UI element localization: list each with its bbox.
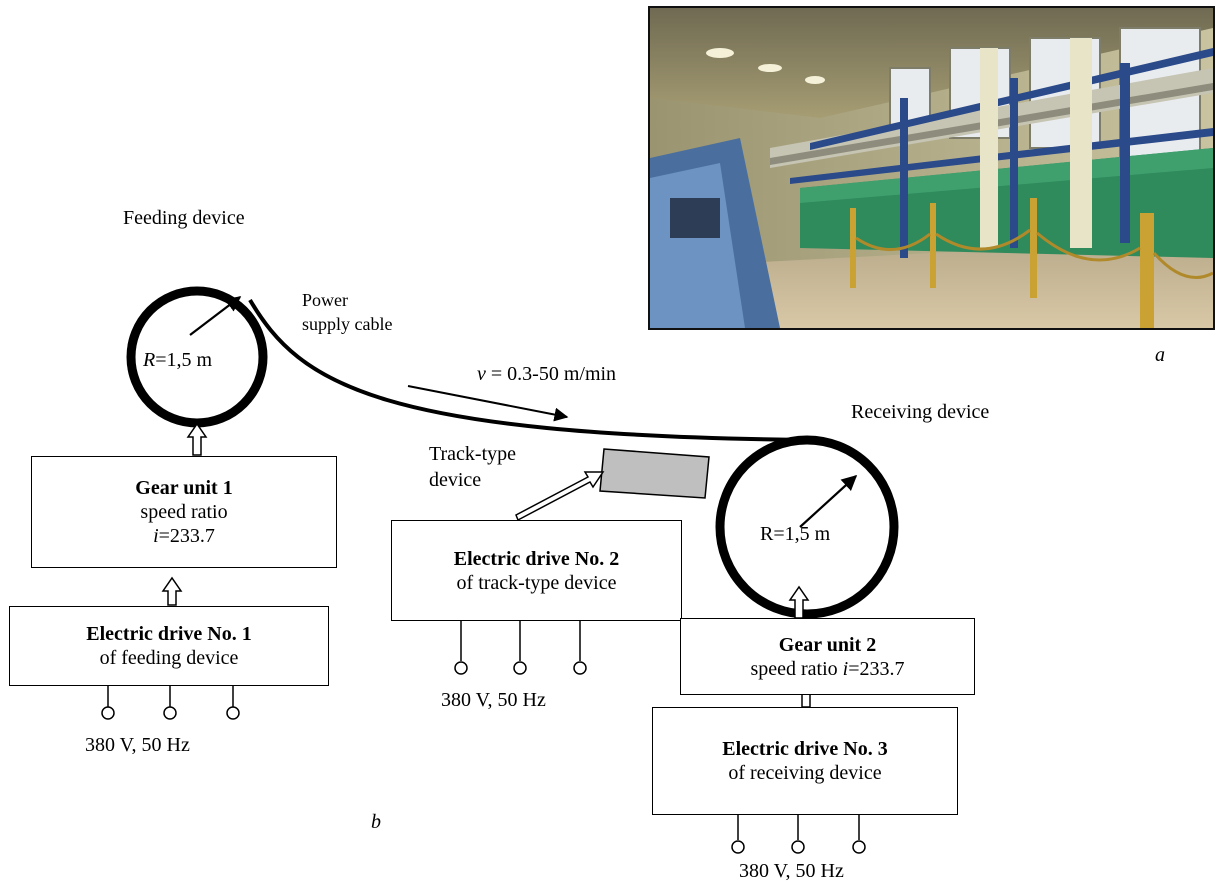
radius-arrow-right xyxy=(799,474,858,528)
drive-2-title: Electric drive No. 2 xyxy=(453,547,620,570)
feeding-device-label: Feeding device xyxy=(123,207,245,229)
power-cable-label-1: Power xyxy=(302,290,348,310)
receiving-device-label: Receiving device xyxy=(851,401,990,423)
velocity-arrow xyxy=(407,385,569,422)
gear-unit-1-title: Gear unit 1 xyxy=(135,477,233,499)
gear-unit-1-line2: speed ratio xyxy=(140,501,228,523)
power-supply-cable xyxy=(248,298,808,442)
hollow-arrow-gear1-drum xyxy=(186,422,208,456)
track-type-label-1: Track-type xyxy=(429,443,517,465)
gear-unit-2-title: Gear unit 2 xyxy=(778,633,877,656)
radius-value: =1,5 m xyxy=(155,349,213,371)
electric-drive-3-box: Electric drive No. 3 of receiving device xyxy=(652,707,958,815)
radius-symbol: R xyxy=(143,349,156,371)
drive-1-title: Electric drive No. 1 xyxy=(86,623,252,645)
facility-photo xyxy=(648,6,1215,330)
right-drum-radius: R=1,5 m xyxy=(760,523,831,545)
drive-3-title: Electric drive No. 3 xyxy=(722,738,888,760)
hollow-arrow-drive2-track xyxy=(515,471,605,522)
electric-drive-2-box: Electric drive No. 2 of track-type devic… xyxy=(391,520,682,621)
drive-1-supply: 380 V, 50 Hz xyxy=(85,734,190,756)
speed-value: = 0.3-50 m/min xyxy=(485,363,617,385)
gear-unit-2-box: Gear unit 2 speed ratio i=233.7 xyxy=(680,618,975,695)
track-type-label-2: device xyxy=(429,469,482,491)
drive-3-subtitle: of receiving device xyxy=(728,762,882,784)
photo-label: a xyxy=(1155,344,1165,366)
electric-drive-1-box: Electric drive No. 1 of feeding device xyxy=(9,606,329,686)
left-drum-radius: R=1,5 m xyxy=(143,348,212,372)
drive-1-subtitle: of feeding device xyxy=(99,647,239,669)
gear-unit-1-line3: i=233.7 xyxy=(153,525,215,547)
drive-2-supply: 380 V, 50 Hz xyxy=(441,689,546,711)
speed-symbol: v xyxy=(477,363,486,385)
diagram-label: b xyxy=(371,811,381,833)
hollow-arrow-gear2-drum xyxy=(788,585,810,619)
radius-arrow-left xyxy=(189,296,242,336)
drive-2-subtitle: of track-type device xyxy=(456,571,617,594)
track-type-device-block xyxy=(599,448,710,499)
power-cable-label-2: supply cable xyxy=(302,314,393,334)
drive-3-supply: 380 V, 50 Hz xyxy=(739,860,844,882)
gear-unit-1-box: Gear unit 1 speed ratio i=233.7 xyxy=(31,456,337,568)
speed-label: v = 0.3-50 m/min xyxy=(477,362,616,386)
gear-unit-2-line2: speed ratio i=233.7 xyxy=(750,657,905,680)
hollow-arrow-drive1-gear1 xyxy=(161,576,183,606)
